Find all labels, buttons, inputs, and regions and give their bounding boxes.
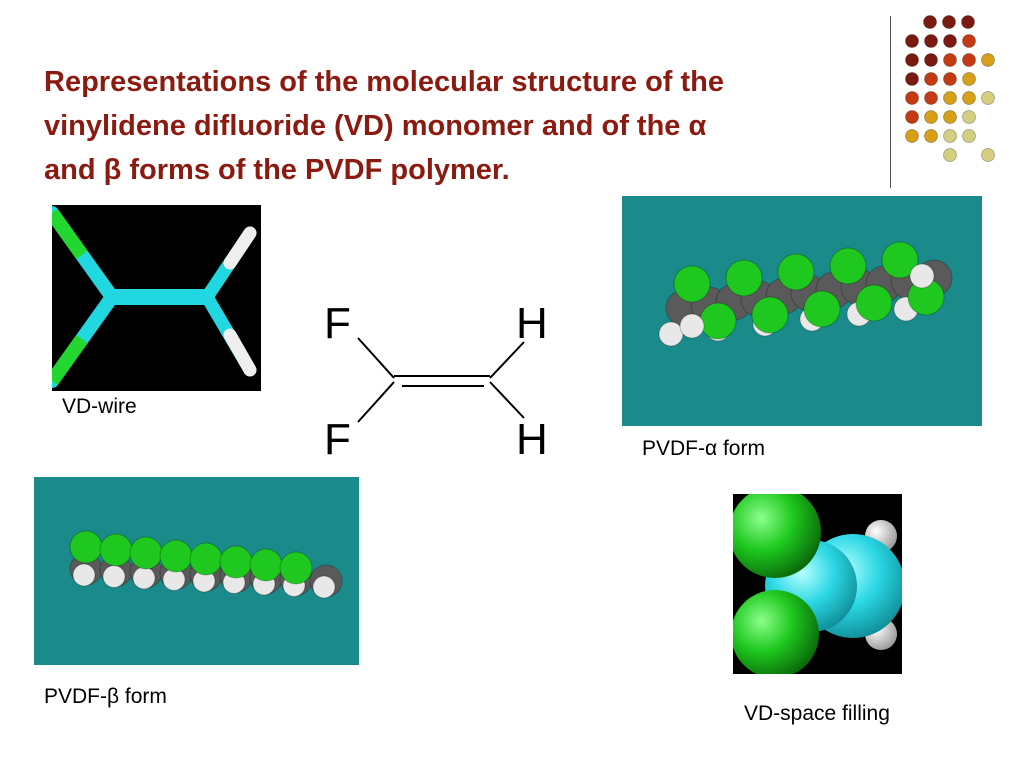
fluorine-atom <box>881 241 919 279</box>
decorative-dot <box>924 53 938 67</box>
fluorine-atom <box>279 551 313 585</box>
fluorine-atom <box>725 259 763 297</box>
decorative-dot <box>962 72 976 86</box>
hydrogen-atom <box>658 321 684 347</box>
vd-wire-image <box>52 205 261 391</box>
title-line-3: and β forms of the PVDF polymer. <box>44 154 510 186</box>
decorative-dot <box>981 53 995 67</box>
pvdf-alpha-image <box>622 196 982 426</box>
hydrogen-atom <box>102 565 126 588</box>
caption-vd-space-filling: VD-space filling <box>744 702 890 725</box>
decorative-dot <box>924 129 938 143</box>
atom-label-f-top: F <box>324 299 351 348</box>
decorative-dot <box>962 110 976 124</box>
fluorine-atom <box>673 265 711 303</box>
fluorine-atom <box>69 530 103 564</box>
decorative-dot <box>905 34 919 48</box>
decorative-dot <box>962 53 976 67</box>
decorative-dot <box>943 91 957 105</box>
title-line-1: Representations of the molecular structu… <box>44 66 725 98</box>
hydrogen-atom <box>909 263 935 289</box>
fluorine-atom <box>855 284 893 322</box>
slide-title: Representations of the molecular structu… <box>44 60 884 192</box>
decorative-dot <box>924 110 938 124</box>
decorative-dot <box>923 15 937 29</box>
vertical-divider <box>890 16 891 188</box>
decorative-dot <box>981 91 995 105</box>
decorative-dot <box>924 91 938 105</box>
decorative-dot <box>962 129 976 143</box>
atom-label-f-bottom: F <box>324 415 351 464</box>
decorative-dot <box>981 148 995 162</box>
decorative-dot <box>905 129 919 143</box>
decorative-dot <box>905 72 919 86</box>
decorative-dot <box>943 129 957 143</box>
decorative-dot <box>943 34 957 48</box>
decorative-dot <box>943 53 957 67</box>
decorative-dot-grid <box>905 15 995 162</box>
caption-pvdf-alpha: PVDF-α form <box>642 437 765 460</box>
decorative-dot <box>942 15 956 29</box>
title-line-2: vinylidene difluoride (VD) monomer and o… <box>44 110 707 142</box>
fluorine-atom <box>159 539 193 573</box>
caption-pvdf-beta: PVDF-β form <box>44 685 167 708</box>
fluorine-atom <box>189 542 223 576</box>
decorative-dot <box>924 34 938 48</box>
decorative-dot <box>962 91 976 105</box>
decorative-dot <box>905 53 919 67</box>
atom-label-h-top: H <box>516 299 548 348</box>
decorative-dot <box>962 34 976 48</box>
fluorine-atom <box>829 247 867 285</box>
fluorine-atom <box>249 548 283 582</box>
decorative-dot <box>905 91 919 105</box>
hydrogen-atom <box>132 566 156 590</box>
fluorine-atom <box>803 290 841 328</box>
atom-label-h-bottom: H <box>516 415 548 464</box>
pvdf-beta-image <box>34 477 359 665</box>
hydrogen-atom <box>679 313 705 339</box>
hydrogen-atom <box>312 575 336 599</box>
caption-vd-wire: VD-wire <box>62 395 137 418</box>
fluorine-atom <box>99 533 133 567</box>
decorative-dot <box>905 110 919 124</box>
decorative-dot <box>943 110 957 124</box>
decorative-dot <box>961 15 975 29</box>
fluorine-atom <box>699 302 737 340</box>
fluorine-atom <box>777 253 815 291</box>
fluorine-atom <box>219 545 253 579</box>
decorative-dot <box>943 148 957 162</box>
decorative-dot <box>943 72 957 86</box>
vd-structural-formula: F F H H <box>318 300 568 465</box>
decorative-dot <box>924 72 938 86</box>
fluorine-atom <box>129 536 163 570</box>
hydrogen-atom <box>72 563 96 587</box>
fluorine-atom <box>751 296 789 334</box>
vd-space-filling-image <box>733 494 902 674</box>
